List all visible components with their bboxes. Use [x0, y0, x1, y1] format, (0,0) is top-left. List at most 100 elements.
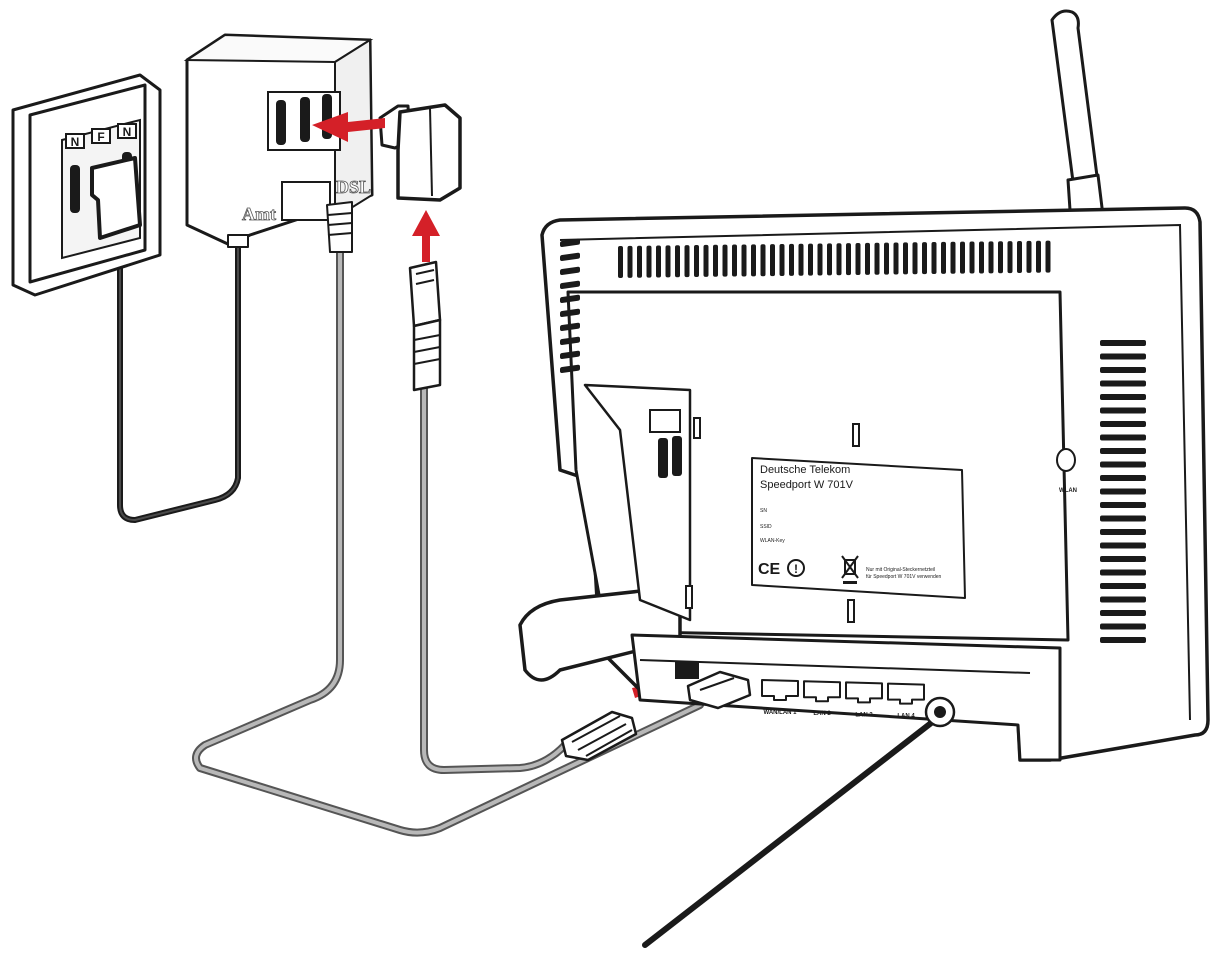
top-vents [618, 240, 1051, 278]
vent-slot [1100, 637, 1146, 643]
vent-slot [560, 252, 580, 262]
vent-slot [656, 245, 661, 278]
router-speedport: Deutsche Telekom Speedport W 701V SN SSI… [518, 9, 1210, 762]
vent-slot [560, 308, 580, 318]
label-sn: SN [760, 508, 767, 514]
lan-port-label: LAN 4 [897, 714, 915, 720]
vent-slot [1045, 240, 1051, 273]
vent-slot [988, 241, 994, 274]
vent-slot [694, 245, 699, 278]
rj45-plug-router-end [560, 710, 638, 762]
splitter-dsl-label: DSL [336, 177, 371, 197]
vent-slot [1100, 542, 1146, 549]
type-label: Deutsche Telekom Speedport W 701V SN SSI… [751, 457, 966, 599]
left-side-vents [560, 238, 580, 374]
vent-slot [770, 244, 775, 277]
vent-slot [1100, 569, 1146, 576]
vent-slot [760, 244, 766, 277]
vent-slot [779, 243, 785, 276]
vent-slot [751, 244, 756, 277]
vent-slot [675, 245, 680, 278]
vent-slot [637, 245, 642, 278]
vent-slot [874, 242, 880, 275]
dsl-port[interactable] [675, 661, 699, 679]
vent-slot [665, 245, 671, 278]
lan-port-3[interactable]: LAN 3 [845, 681, 883, 718]
vent-slot [827, 243, 832, 276]
vent-slot [903, 242, 908, 275]
lan-port-label: LAN 3 [855, 712, 873, 718]
vent-slot [846, 243, 851, 276]
vent-slot [1036, 240, 1041, 273]
vent-slot [884, 242, 889, 275]
vent-slot [1100, 475, 1146, 481]
vent-slot [931, 242, 937, 275]
vent-slot [722, 244, 728, 277]
splitter-dsl-strain-relief [326, 201, 353, 253]
splitter-amt-label: Amt [242, 204, 276, 224]
vent-slot [560, 266, 580, 276]
lan-port-label: LAN 2 [813, 711, 831, 717]
vent-slot [1100, 610, 1146, 616]
notice-line-2: für Speedport W 701V verwenden [866, 574, 942, 580]
vent-slot [1100, 448, 1146, 454]
lan-port-2[interactable]: LAN 2 [803, 680, 841, 717]
lan-port-1[interactable]: WAN/LAN 1 [761, 679, 799, 716]
vent-slot [1100, 488, 1146, 495]
notice-line-1: Nur mit Original-Steckernetzteil [866, 567, 935, 573]
vent-slot [1100, 529, 1146, 535]
wlan-button[interactable]: WLAN [1056, 448, 1077, 494]
vent-slot [1100, 434, 1146, 441]
vent-slot [646, 245, 652, 278]
ce-mark: CE [758, 561, 781, 578]
splitter-amt-outlet [227, 234, 249, 248]
vent-slot [1100, 394, 1146, 400]
vent-slot [865, 242, 870, 275]
arrow-plug-into-splitter [312, 112, 385, 142]
port-label-n2: N [123, 125, 132, 139]
vent-slot [969, 241, 975, 274]
arrow-plug-into-adapter [412, 210, 440, 262]
right-side-vents [1100, 340, 1146, 643]
vent-slot [950, 241, 956, 274]
vent-slot [1100, 556, 1146, 562]
wlan-button-label: WLAN [1059, 488, 1077, 494]
port-label-f: F [97, 130, 104, 144]
wlan-antenna [1050, 9, 1107, 242]
label-model: Speedport W 701V [760, 479, 854, 491]
vent-slot [836, 243, 842, 276]
vent-slot [941, 241, 946, 274]
lan-ports: WAN/LAN 1 LAN 2 LAN 3 LAN 4 [761, 679, 925, 720]
vent-slot [817, 243, 823, 276]
dsl-splitter: Amt DSL [183, 33, 374, 253]
vent-slot [922, 242, 927, 275]
vent-slot [713, 244, 718, 277]
tae-plug-in-wall [90, 156, 142, 240]
power-socket[interactable] [924, 696, 956, 728]
vent-slot [1026, 240, 1032, 273]
vent-slot [1100, 461, 1146, 468]
vent-slot [912, 242, 918, 275]
vent-slot [1100, 380, 1146, 387]
lan-port-4[interactable]: LAN 4 [887, 682, 925, 720]
vent-slot [855, 243, 861, 275]
cable-routing-slot [583, 383, 692, 622]
label-manufacturer: Deutsche Telekom [760, 464, 850, 476]
vent-slot [789, 243, 794, 276]
vent-slot [1100, 623, 1146, 630]
cable-splitter-to-router-dsl [192, 246, 704, 837]
vent-slot [560, 336, 580, 346]
weee-bin-icon [841, 555, 859, 584]
vent-slot [560, 350, 580, 360]
power-cable [642, 717, 938, 948]
vent-slot [1100, 367, 1146, 373]
label-wlan-key: WLAN-Key [760, 538, 785, 544]
vent-slot [1100, 515, 1146, 522]
port-panel: WAN/LAN 1 LAN 2 LAN 3 LAN 4 [630, 633, 1062, 762]
lan-port-label: WAN/LAN 1 [764, 710, 798, 716]
cable-wall-to-splitter [117, 227, 241, 523]
vent-slot [560, 322, 580, 332]
vent-slot [1100, 407, 1146, 414]
vent-slot [560, 294, 580, 304]
